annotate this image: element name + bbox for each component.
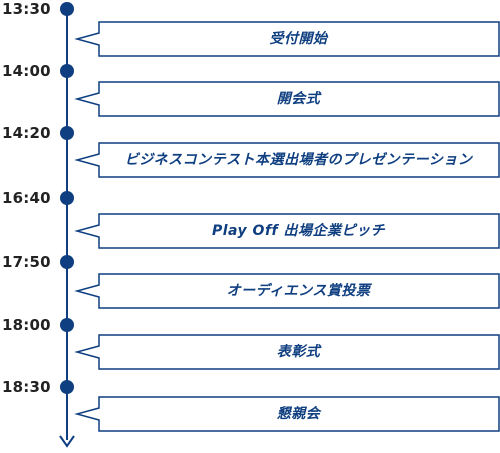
event-callout: ビジネスコンテスト本選出場者のプレゼンテーション [74, 142, 500, 178]
timeline-dot [60, 64, 74, 78]
timeline-dot [60, 255, 74, 269]
event-label: オーディエンス賞投票 [226, 283, 371, 299]
callout-frame [74, 273, 500, 309]
event-callout: 受付開始 [74, 21, 500, 57]
event-label: 受付開始 [269, 31, 328, 47]
event-callout: 表彰式 [74, 334, 500, 370]
callout-frame [74, 142, 500, 178]
callout-frame [74, 81, 500, 117]
event-callout: Play Off 出場企業ピッチ [74, 213, 500, 249]
event-callout: 開会式 [74, 81, 500, 117]
timeline-axis [66, 6, 68, 440]
event-time: 18:30 [2, 378, 51, 396]
timeline-dot [60, 380, 74, 394]
timeline-dot [60, 2, 74, 16]
callout-frame [74, 334, 500, 370]
event-label: 懇親会 [276, 406, 321, 422]
event-label: 開会式 [276, 91, 321, 107]
callout-frame [74, 396, 500, 432]
timeline-dot [60, 126, 74, 140]
event-time: 16:40 [2, 189, 51, 207]
event-label: ビジネスコンテスト本選出場者のプレゼンテーション [124, 152, 473, 168]
callout-frame [74, 213, 500, 249]
event-time: 14:00 [2, 62, 51, 80]
event-time: 18:00 [2, 316, 51, 334]
timeline-arrow-icon [59, 435, 75, 448]
event-label: Play Off 出場企業ピッチ [211, 223, 386, 239]
event-time: 13:30 [2, 0, 51, 18]
event-label: 表彰式 [276, 344, 321, 360]
event-callout: 懇親会 [74, 396, 500, 432]
event-time: 17:50 [2, 253, 51, 271]
timeline-dot [60, 318, 74, 332]
callout-frame [74, 21, 500, 57]
timeline-dot [60, 191, 74, 205]
event-time: 14:20 [2, 124, 51, 142]
event-callout: オーディエンス賞投票 [74, 273, 500, 309]
